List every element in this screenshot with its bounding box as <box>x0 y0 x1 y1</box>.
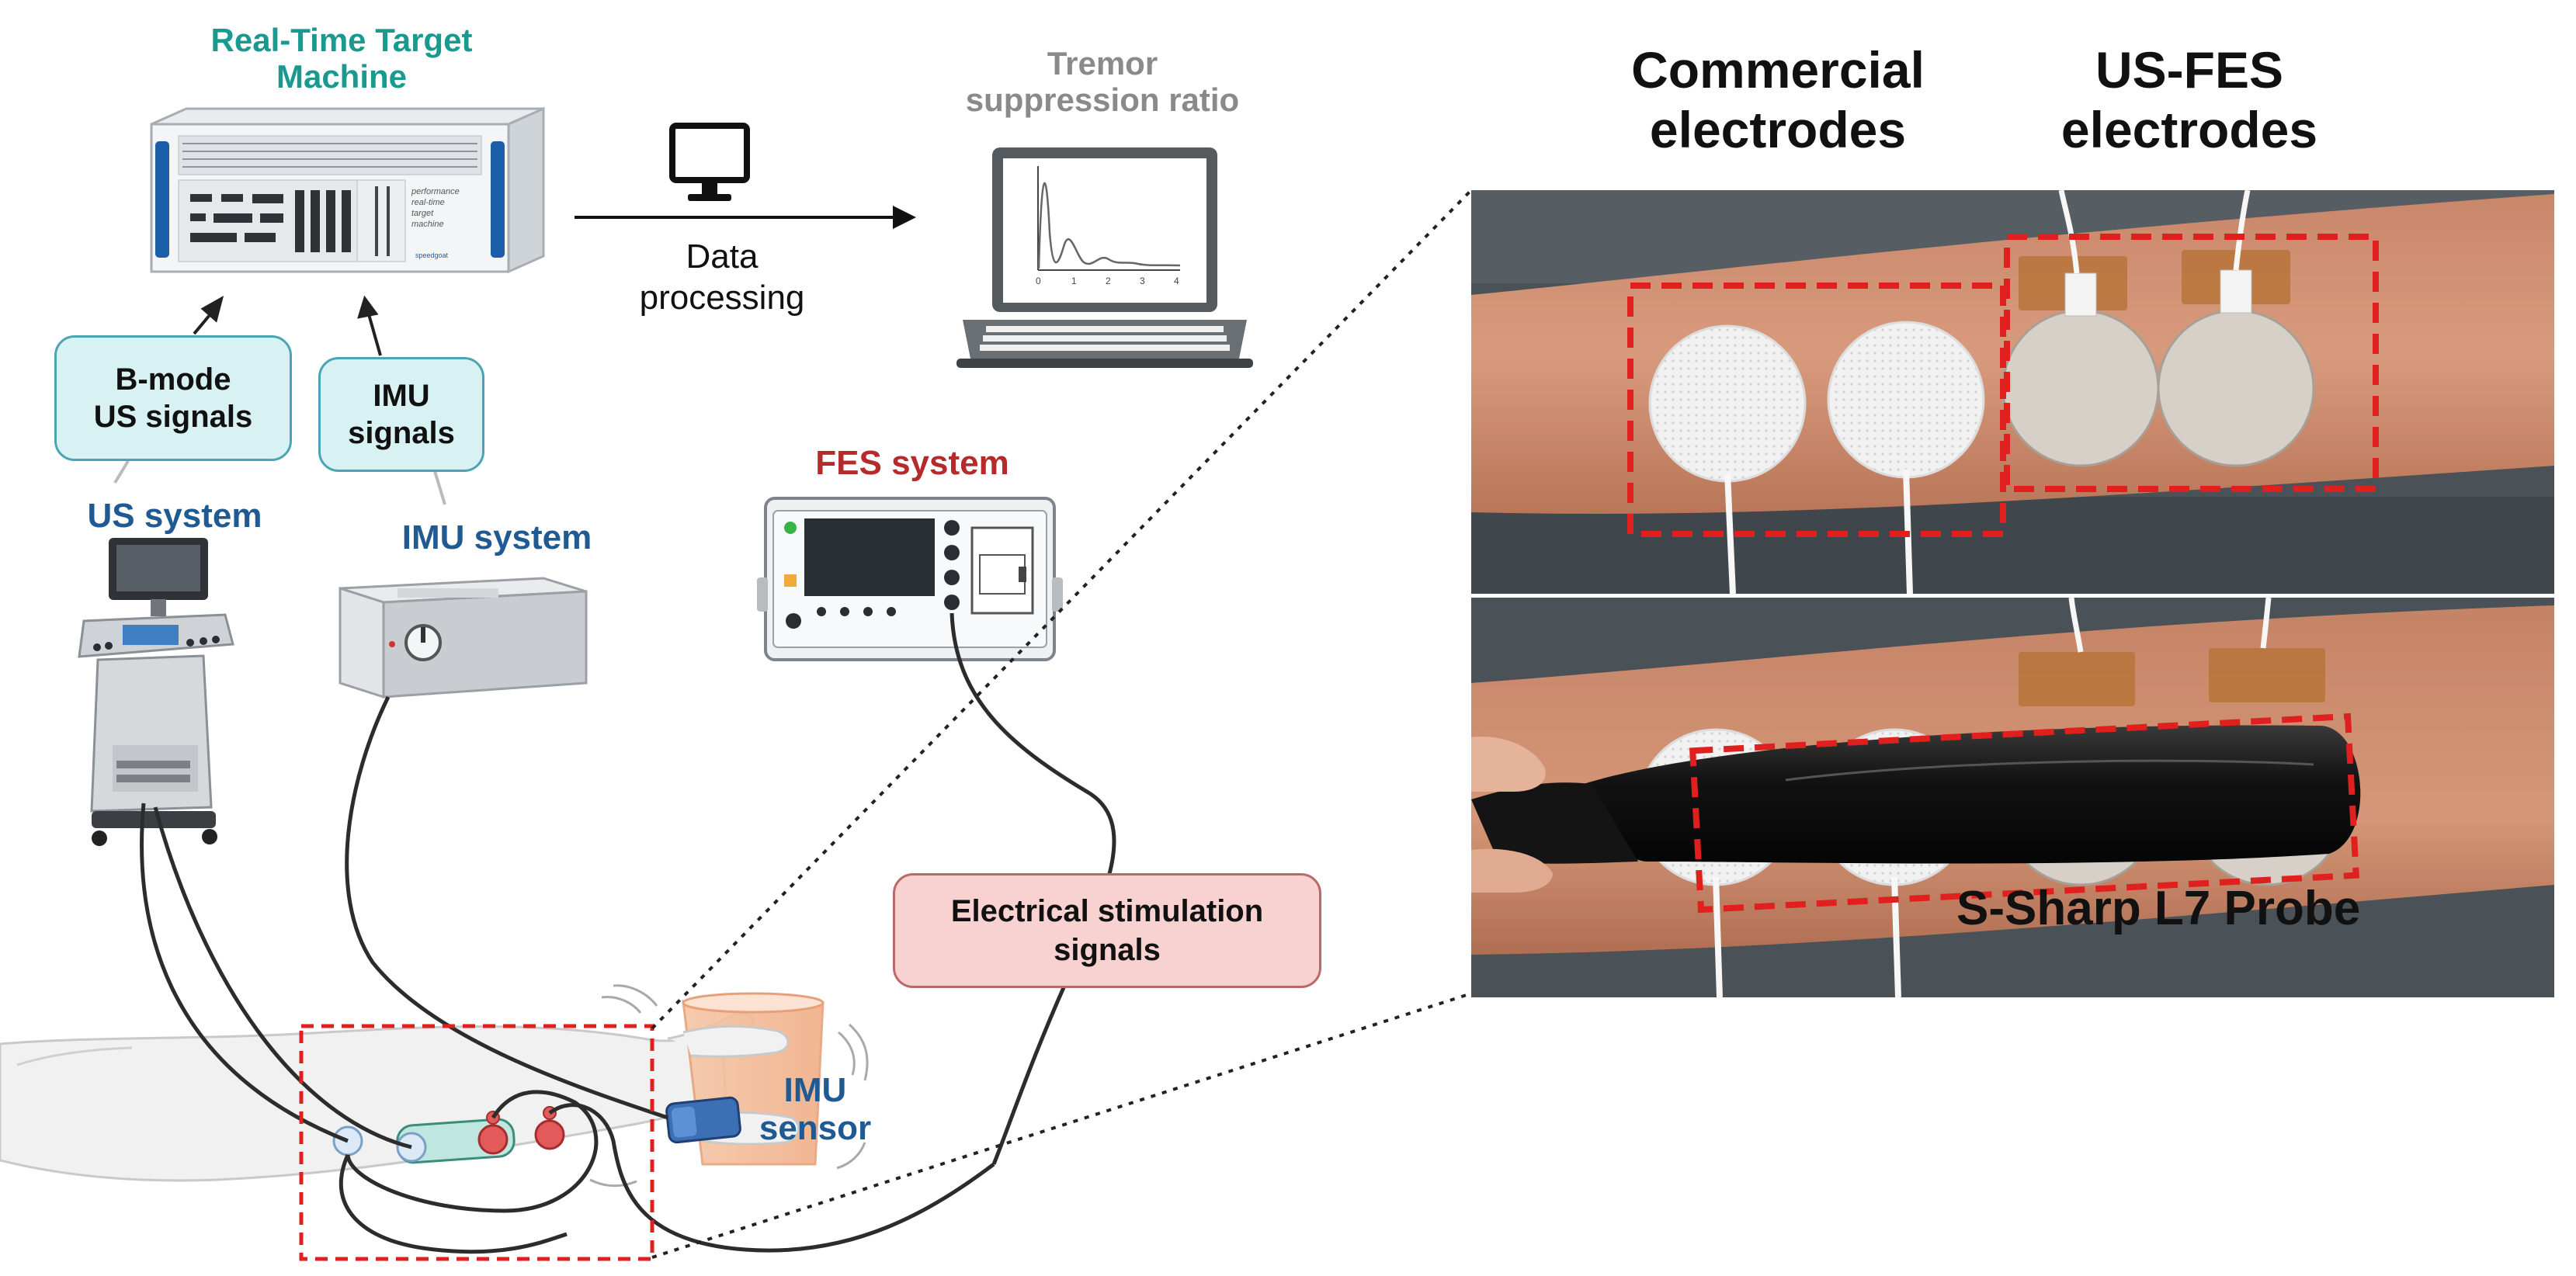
imu-sensor-label: IMU sensor <box>759 1071 872 1148</box>
photo-top <box>1471 189 2554 595</box>
real-time-target-label: Real-Time Target Machine <box>210 22 473 95</box>
monitor-icon <box>669 123 750 201</box>
fes-system-icon <box>757 497 1063 661</box>
commercial-electrodes-label: Commercial electrodes <box>1631 41 1925 159</box>
connector-line <box>433 470 446 505</box>
plot-tick: 4 <box>1174 276 1179 286</box>
zoom-lines <box>651 189 1473 1259</box>
photo-bottom <box>1471 597 2554 998</box>
probe-label: S-Sharp L7 Probe <box>1956 882 2361 935</box>
imu-system-icon <box>338 577 588 699</box>
plot-tick: 1 <box>1071 276 1077 286</box>
fes-system-label: FES system <box>815 444 1009 482</box>
bmode-signals-pill: B-mode US signals <box>54 335 292 461</box>
machine-brand: speedgoat <box>415 251 449 259</box>
imu-signals-pill: IMU signals <box>318 357 484 472</box>
us-system-icon <box>78 538 234 846</box>
tremor-ratio-label: Tremor suppression ratio <box>965 45 1240 119</box>
data-processing-label: Data processing <box>639 238 805 317</box>
arm-illustration <box>0 984 869 1188</box>
machine-text-2: real-time <box>411 198 445 207</box>
machine-text-4: machine <box>411 220 444 229</box>
connector-line <box>113 459 130 484</box>
usfes-electrodes-label: US-FES electrodes <box>2060 41 2318 159</box>
target-machine-icon: performance real-time target machine spe… <box>150 106 545 274</box>
imu-system-label: IMU system <box>401 518 592 557</box>
cables <box>140 612 1116 1254</box>
plot-tick: 3 <box>1140 276 1145 286</box>
arm-dashed-box <box>299 1024 654 1261</box>
machine-text-1: performance <box>411 187 460 196</box>
machine-text-3: target <box>411 209 434 218</box>
electrical-stimulation-pill: Electrical stimulation signals <box>893 873 1321 988</box>
arrow-up-icon <box>193 295 382 356</box>
laptop-icon: 0 1 2 3 4 <box>956 147 1253 368</box>
plot-tick: 2 <box>1106 276 1111 286</box>
arrow-right-icon <box>575 206 916 229</box>
us-system-label: US system <box>87 497 262 535</box>
plot-tick: 0 <box>1036 276 1041 286</box>
